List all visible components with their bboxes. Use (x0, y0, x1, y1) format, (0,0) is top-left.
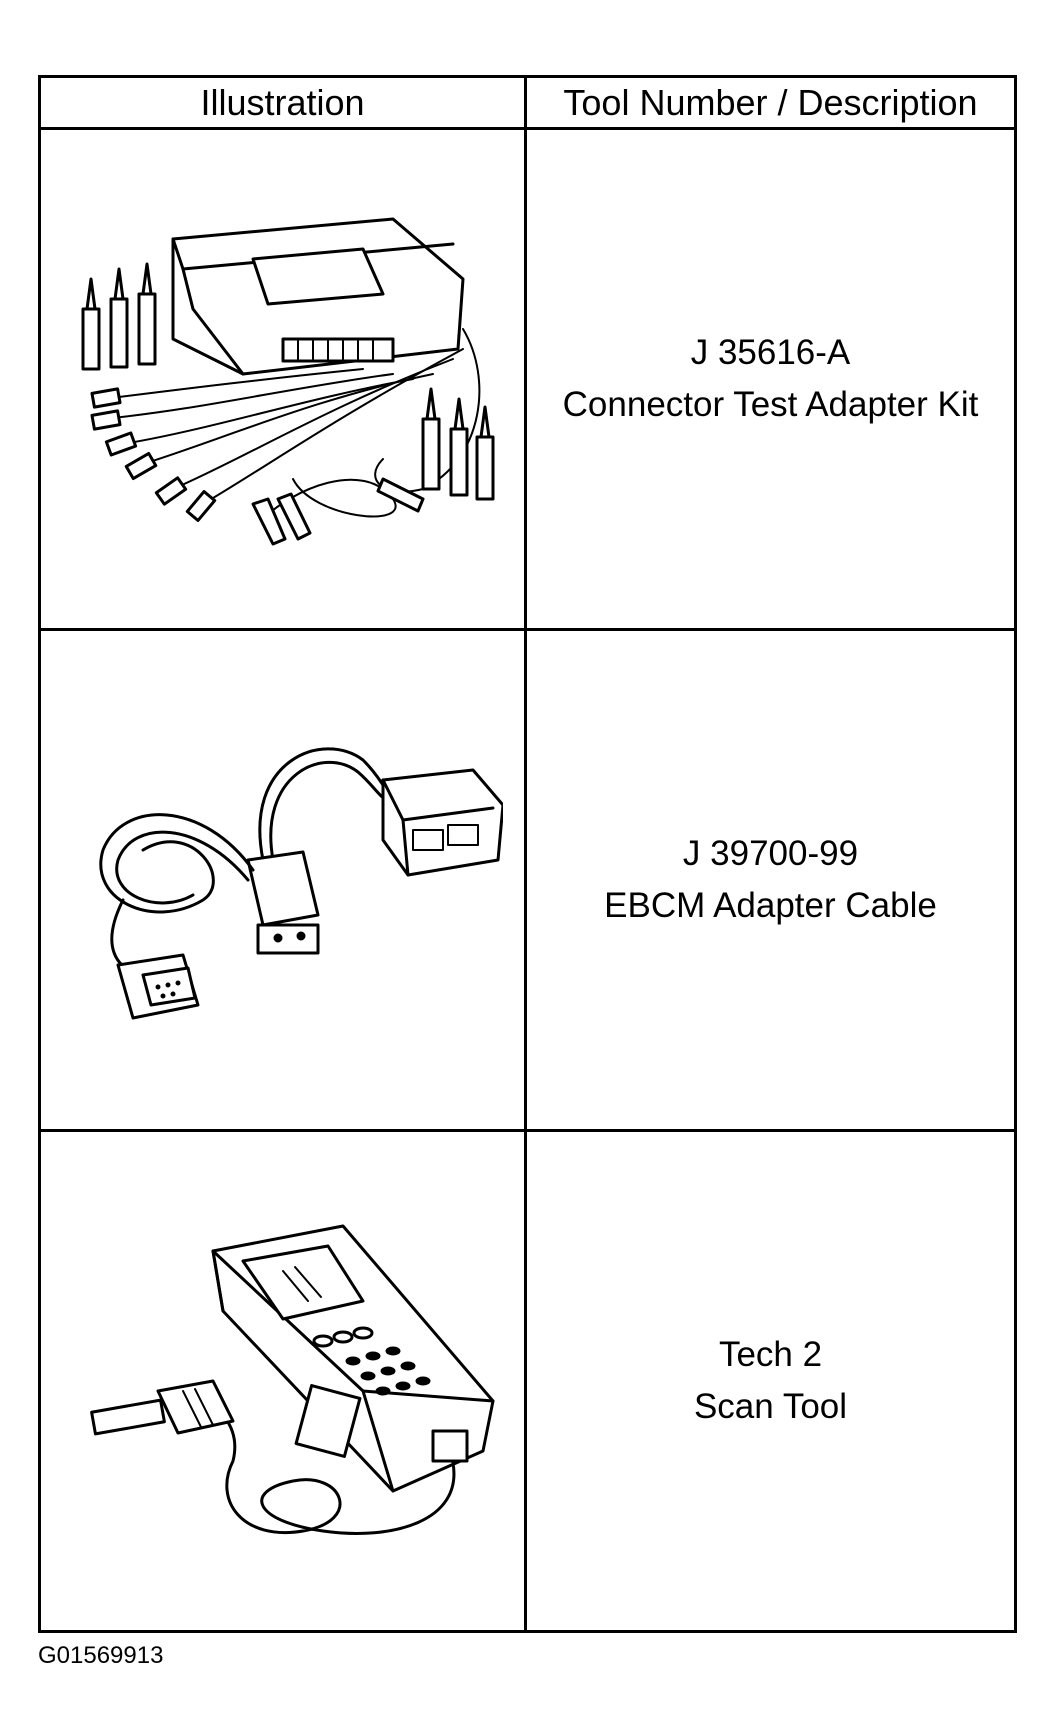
header-tool-description: Tool Number / Description (524, 75, 1017, 130)
header-row: Illustration Tool Number / Description (38, 75, 1017, 130)
illustration-cell (38, 127, 527, 631)
ebcm-adapter-cable-icon (98, 747, 503, 1020)
tool-number: Tech 2 (718, 1335, 823, 1374)
tool-number: J 39700-99 (682, 834, 859, 873)
tool-number: J 35616-A (690, 333, 851, 372)
description-cell: J 35616-A Connector Test Adapter Kit (524, 127, 1017, 631)
table-row: J 39700-99 EBCM Adapter Cable (38, 628, 1017, 1132)
connector-test-adapter-kit-icon (81, 217, 494, 546)
tool-table: Illustration Tool Number / Description (38, 75, 1017, 1633)
tool-description: EBCM Adapter Cable (604, 886, 937, 925)
tool-description: Connector Test Adapter Kit (562, 385, 979, 424)
table-row: Tech 2 Scan Tool (38, 1129, 1017, 1633)
illustration-cell (38, 628, 527, 1132)
description-cell: J 39700-99 EBCM Adapter Cable (524, 628, 1017, 1132)
figure-code: G01569913 (38, 1642, 164, 1669)
tech-2-scan-tool-icon (89, 1224, 494, 1535)
tool-description: Scan Tool (693, 1387, 848, 1426)
illustration-cell (38, 1129, 527, 1633)
header-illustration: Illustration (38, 75, 527, 130)
table-row: J 35616-A Connector Test Adapter Kit (38, 127, 1017, 631)
description-cell: Tech 2 Scan Tool (524, 1129, 1017, 1633)
